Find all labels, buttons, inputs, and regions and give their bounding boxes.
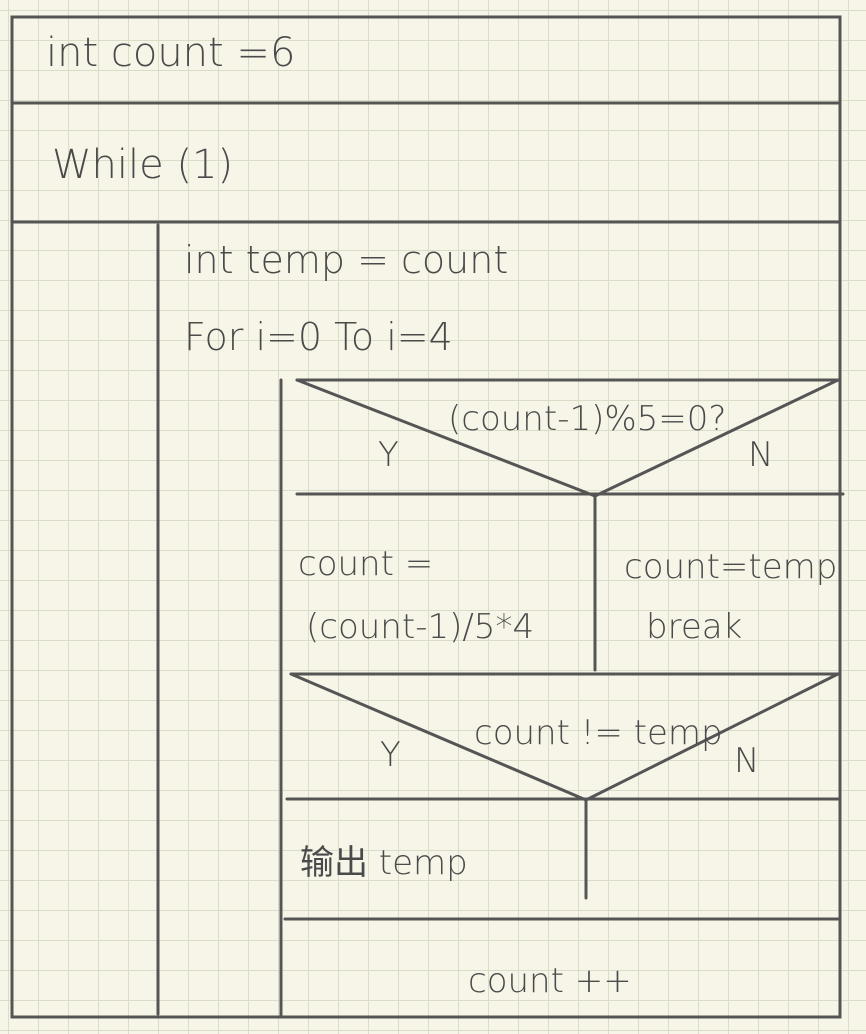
condition-1-yes-label: Y bbox=[378, 435, 399, 475]
condition-1-no-line-1: count=temp bbox=[624, 547, 837, 587]
condition-2-diag-right bbox=[584, 672, 840, 802]
while-block: While (1) bbox=[10, 142, 840, 1016]
increment-statement: count ++ bbox=[468, 961, 632, 1001]
condition-1-no-label: N bbox=[748, 435, 773, 475]
increment-block: count ++ bbox=[283, 917, 840, 1001]
condition-1-no-line-2: break bbox=[646, 607, 742, 647]
condition-2-yes-label: Y bbox=[380, 735, 401, 775]
condition-2-diag-left bbox=[289, 672, 588, 802]
init-block: int count =6 bbox=[10, 30, 840, 105]
condition-2-block: count != temp Y N 输出 temp bbox=[285, 672, 840, 900]
init-statement: int count =6 bbox=[46, 30, 295, 76]
condition-1-diag-left bbox=[295, 378, 597, 498]
condition-2-yes-body: 输出 temp bbox=[300, 843, 468, 883]
outer-frame bbox=[10, 15, 842, 1019]
condition-1-diag-right bbox=[593, 378, 840, 498]
condition-1-text: (count-1)%5=0? bbox=[448, 399, 726, 439]
for-header: For i=0 To i=4 bbox=[184, 315, 453, 359]
condition-1-yes-line-2: (count-1)/5*4 bbox=[306, 607, 534, 647]
condition-1-block: (count-1)%5=0? Y N count = (count-1)/5*4… bbox=[295, 378, 845, 672]
condition-2-text: count != temp bbox=[474, 713, 723, 753]
while-header: While (1) bbox=[52, 142, 233, 188]
temp-assignment: int temp = count bbox=[184, 238, 508, 282]
condition-1-yes-line-1: count = bbox=[298, 544, 433, 584]
condition-2-no-label: N bbox=[734, 741, 759, 781]
